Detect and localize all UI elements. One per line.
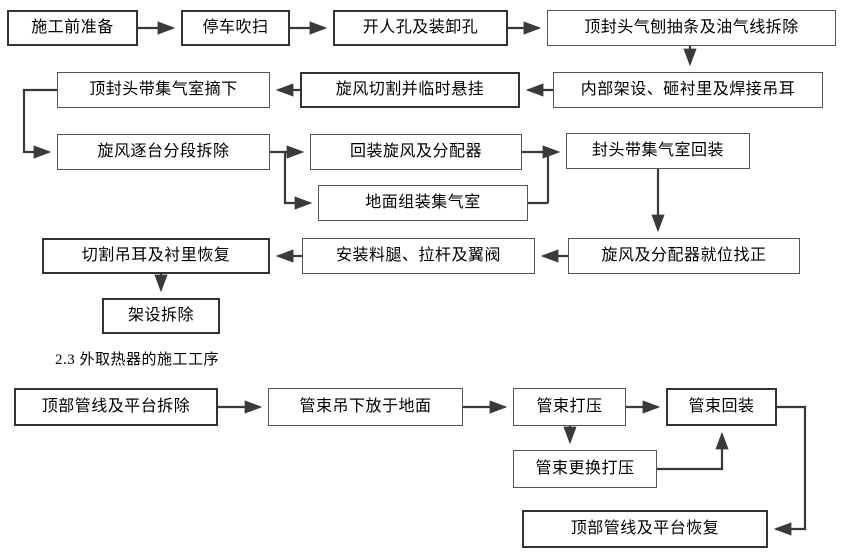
flow-node-label: 地面组装集气室 — [365, 194, 481, 211]
flow-node-b6[interactable]: 顶部管线及平台恢复 — [522, 510, 768, 548]
flow-node-b4[interactable]: 管束回装 — [666, 388, 777, 426]
flow-node-n1[interactable]: 施工前准备 — [7, 10, 138, 46]
flow-node-label: 顶部管线及平台拆除 — [41, 398, 191, 415]
flow-node-b5[interactable]: 管束更换打压 — [513, 450, 657, 488]
flow-node-n9[interactable]: 回装旋风及分配器 — [310, 134, 522, 170]
edge-b4-b6 — [773, 405, 807, 536]
flow-node-label: 回装旋风及分配器 — [349, 143, 482, 160]
flow-node-n14[interactable]: 切割吊耳及衬里恢复 — [42, 238, 270, 274]
flow-node-n15[interactable]: 架设拆除 — [102, 298, 220, 334]
flow-node-n10[interactable]: 地面组装集气室 — [318, 185, 528, 221]
flow-node-n4[interactable]: 顶封头气刨抽条及油气线拆除 — [547, 10, 836, 46]
flow-node-label: 内部架设、砸衬里及焊接吊耳 — [580, 81, 796, 98]
flow-node-label: 管束打压 — [536, 398, 603, 415]
flow-node-n12[interactable]: 旋风及分配器就位找正 — [568, 238, 800, 274]
flow-node-label: 顶封头带集气室摘下 — [89, 81, 238, 98]
flow-node-label: 切割吊耳及衬里恢复 — [81, 247, 231, 264]
section-title: 2.3 外取热器的施工工序 — [55, 352, 220, 368]
flow-node-label: 开人孔及装卸孔 — [362, 19, 479, 36]
flow-node-label: 停车吹扫 — [202, 19, 269, 36]
flow-node-n3[interactable]: 开人孔及装卸孔 — [333, 10, 508, 46]
edge-b5-b4 — [657, 431, 729, 471]
flow-node-label: 顶部管线及平台恢复 — [570, 520, 720, 537]
flow-node-n13[interactable]: 安装料腿、拉杆及翼阀 — [302, 238, 535, 274]
flow-node-label: 施工前准备 — [31, 19, 114, 36]
flow-node-label: 旋风及分配器就位找正 — [601, 247, 767, 264]
edge-n8-n10 — [283, 152, 313, 210]
flow-node-n7[interactable]: 顶封头带集气室摘下 — [57, 72, 270, 108]
flow-node-b2[interactable]: 管束吊下放于地面 — [268, 388, 463, 426]
edge-n7-n8 — [22, 88, 57, 159]
flow-node-label: 管束吊下放于地面 — [299, 398, 432, 415]
flow-node-b3[interactable]: 管束打压 — [513, 388, 626, 426]
flow-node-b1[interactable]: 顶部管线及平台拆除 — [14, 388, 218, 426]
flow-node-n6[interactable]: 旋风切割并临时悬挂 — [300, 72, 520, 108]
flow-node-label: 管束回装 — [688, 398, 755, 415]
flow-node-label: 安装料腿、拉杆及翼阀 — [335, 247, 501, 264]
flow-node-label: 封头带集气室回装 — [591, 142, 724, 159]
flow-node-label: 管束更换打压 — [535, 460, 635, 477]
flow-node-n2[interactable]: 停车吹扫 — [181, 10, 290, 46]
flow-node-n8[interactable]: 旋风逐台分段拆除 — [57, 134, 270, 170]
flow-node-label: 旋风切割并临时悬挂 — [335, 81, 485, 98]
flow-node-label: 顶封头气刨抽条及油气线拆除 — [584, 19, 799, 36]
flow-node-label: 旋风逐台分段拆除 — [97, 143, 230, 160]
flow-node-label: 架设拆除 — [127, 307, 194, 324]
flow-node-n5[interactable]: 内部架设、砸衬里及焊接吊耳 — [553, 72, 823, 108]
flow-node-n11[interactable]: 封头带集气室回装 — [566, 133, 750, 169]
